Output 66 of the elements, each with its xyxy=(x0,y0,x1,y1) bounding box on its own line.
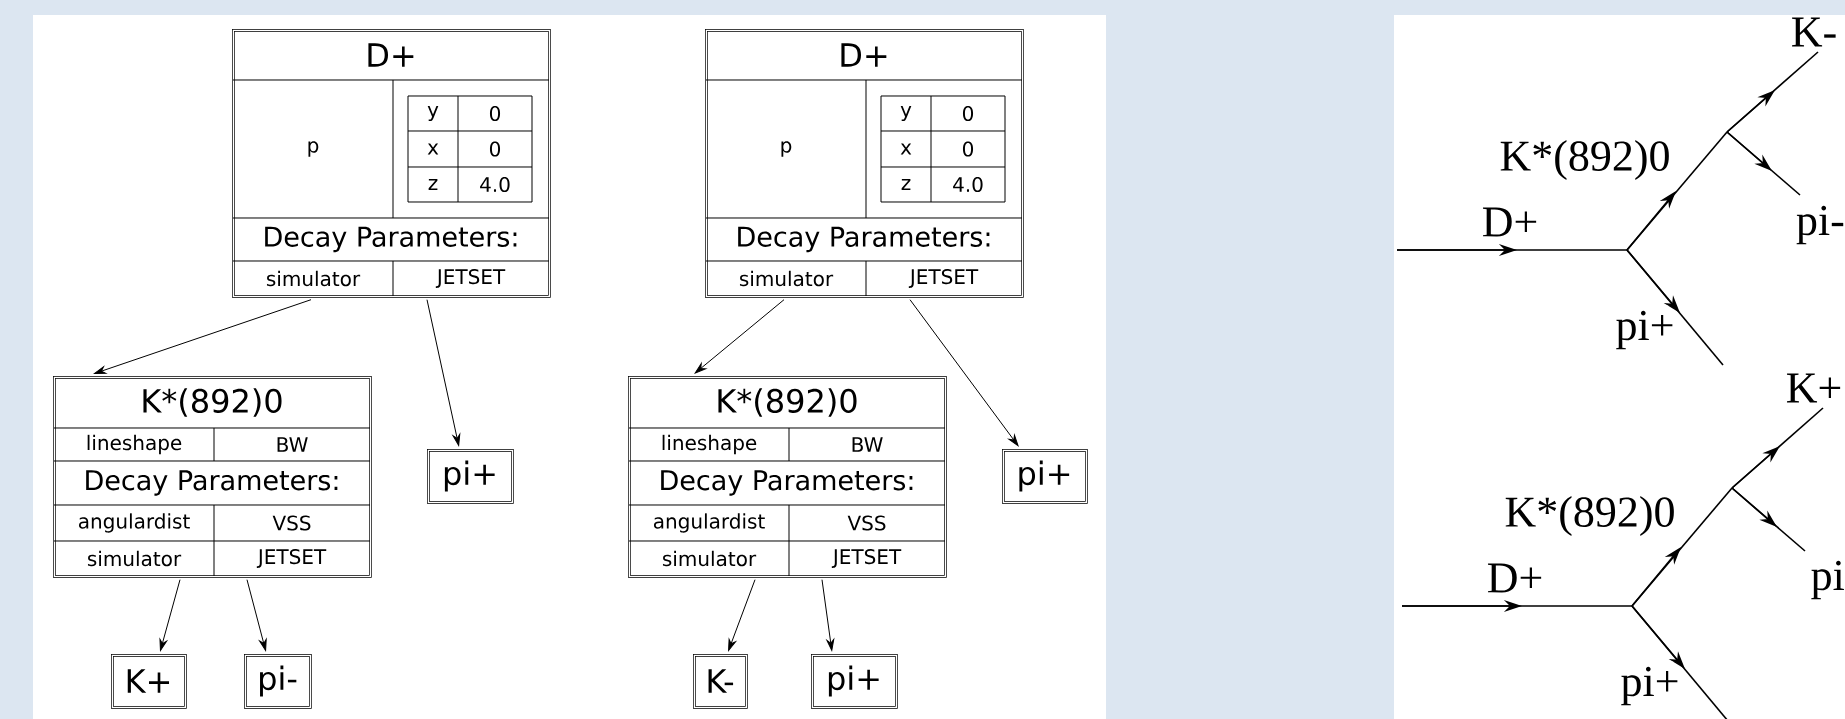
table-header: D+ xyxy=(368,43,414,67)
field-value: VSS xyxy=(847,515,886,531)
table-header: K*(892)0 xyxy=(718,388,857,417)
field-value: JETSET xyxy=(908,269,979,288)
particle-label: K- xyxy=(1792,17,1836,47)
field-value: VSS xyxy=(272,515,311,531)
field-name: y xyxy=(900,105,912,122)
particle-label: D+ xyxy=(1483,207,1537,237)
field-name: simulator xyxy=(87,550,182,567)
field-value: 0 xyxy=(962,105,974,122)
table xyxy=(53,376,372,578)
particle-box: pi+ xyxy=(1002,449,1088,504)
particle-label: pi- xyxy=(1796,205,1844,245)
particle-label: D+ xyxy=(1488,563,1542,593)
arrow xyxy=(426,299,461,446)
field-name: simulator xyxy=(266,270,361,287)
field-value: BW xyxy=(277,437,308,452)
field-name: lineshape xyxy=(87,434,182,455)
field-name: lineshape xyxy=(662,434,757,455)
table-header: K*(892)0 xyxy=(143,388,282,417)
field-name: x xyxy=(900,143,912,155)
particle-label: pi+ xyxy=(1621,666,1678,706)
particle-box: K+ xyxy=(111,654,187,709)
particle-label: pi xyxy=(1811,560,1844,600)
field-value: 4.0 xyxy=(953,176,983,193)
field-value: 0 xyxy=(962,141,974,157)
field-name: y xyxy=(427,105,439,122)
arrow xyxy=(159,579,181,651)
field-name: x xyxy=(427,143,439,155)
field-value: 0 xyxy=(489,105,501,122)
arrow xyxy=(909,299,1019,447)
table-header: D+ xyxy=(841,43,887,67)
arrow xyxy=(94,299,312,374)
field-value: 4.0 xyxy=(480,176,510,193)
field-name: simulator xyxy=(739,270,834,287)
arrow xyxy=(246,579,267,651)
arrow xyxy=(821,579,835,651)
field-name: angulardist xyxy=(653,513,765,533)
field-value: 0 xyxy=(489,141,501,157)
arrow xyxy=(728,579,756,651)
field-name: p xyxy=(781,141,792,157)
field-value: JETSET xyxy=(256,549,327,568)
particle-box: K- xyxy=(693,654,748,709)
field-name: z xyxy=(901,179,911,190)
table xyxy=(705,29,1024,298)
field-name: z xyxy=(428,179,438,190)
table xyxy=(232,29,551,298)
particle-label: K+ xyxy=(1787,373,1841,403)
particle-box: pi+ xyxy=(427,449,514,504)
particle-label: pi+ xyxy=(1616,310,1673,350)
field-name: simulator xyxy=(662,550,757,567)
section-heading: Decay Parameters: xyxy=(86,470,338,496)
particle-label: K*(892)0 xyxy=(1500,140,1669,180)
field-value: JETSET xyxy=(831,549,902,568)
field-value: BW xyxy=(852,437,883,452)
field-name: angulardist xyxy=(78,513,190,533)
table xyxy=(628,376,947,578)
arrow xyxy=(694,299,785,374)
section-heading: Decay Parameters: xyxy=(738,226,990,253)
particle-label: K*(892)0 xyxy=(1505,496,1674,536)
field-value: JETSET xyxy=(435,269,506,288)
section-heading: Decay Parameters: xyxy=(661,470,913,496)
field-name: p xyxy=(308,141,319,157)
particle-box: pi+ xyxy=(811,654,898,709)
section-heading: Decay Parameters: xyxy=(265,226,517,253)
particle-box: pi- xyxy=(244,654,312,709)
